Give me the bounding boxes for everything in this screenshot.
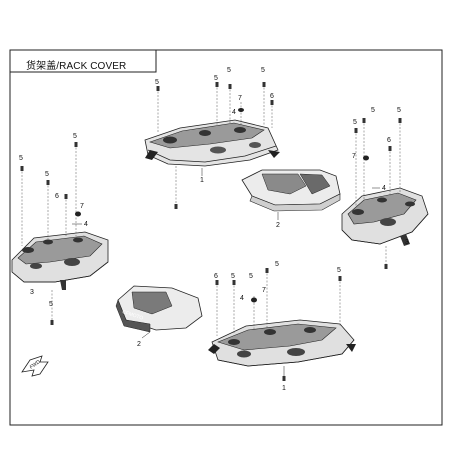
callout-c4: 4 xyxy=(382,185,386,192)
rack-assembly-left: 5 5 5 5 7 6 4 3 xyxy=(11,133,109,325)
callout-d1: 1 xyxy=(282,385,286,392)
callout-d5-3: 5 xyxy=(275,261,279,268)
callout-c6: 6 xyxy=(387,137,391,144)
callout-c5-1: 5 xyxy=(353,119,357,126)
callout-d6: 6 xyxy=(214,273,218,280)
callout-a5-1: 5 xyxy=(155,79,159,86)
callout-c5-2: 5 xyxy=(371,107,375,114)
callout-a4: 4 xyxy=(232,109,236,116)
callout-b3: 3 xyxy=(30,289,34,296)
callout-c3: 3 xyxy=(405,239,409,246)
callout-b5-3: 5 xyxy=(45,171,49,178)
callout-c7: 7 xyxy=(352,153,356,160)
callout-a5-4: 5 xyxy=(261,67,265,74)
callout-d4: 4 xyxy=(240,295,244,302)
callout-e2: 2 xyxy=(137,341,141,348)
diagram-title: 货架盖/RACK COVER xyxy=(26,61,127,72)
callout-c5-3: 5 xyxy=(397,107,401,114)
fwd-label: FWD xyxy=(29,359,42,371)
callout-a5-3: 5 xyxy=(227,67,231,74)
diagram-border xyxy=(9,49,443,426)
callout-d5-4: 5 xyxy=(337,267,341,274)
callout-a1: 1 xyxy=(200,177,204,184)
rack-cover-part-2-lower: CFMOTO 2 xyxy=(115,285,203,348)
rack-assembly-top-center: 5 5 5 5 7 4 6 1 xyxy=(144,67,280,209)
callout-b5-2: 5 xyxy=(73,133,77,140)
callout-d5-2: 5 xyxy=(249,273,253,280)
callout-b4: 4 xyxy=(84,221,88,228)
rack-assembly-right: 5 5 5 6 4 7 3 xyxy=(341,107,429,269)
callout-d7: 7 xyxy=(262,287,266,294)
callout-a5-2: 5 xyxy=(214,75,218,82)
rack-cover-part-2-upper: 2 xyxy=(241,169,341,229)
callout-b6: 6 xyxy=(55,193,59,200)
callout-b7: 7 xyxy=(80,203,84,210)
callout-b5-4: 5 xyxy=(49,301,53,308)
callout-b5-1: 5 xyxy=(19,155,23,162)
title-box xyxy=(9,49,157,73)
fwd-arrow-icon: FWD xyxy=(21,355,49,377)
callout-a6: 6 xyxy=(270,93,274,100)
rack-assembly-bottom: 6 5 5 5 4 7 5 1 xyxy=(208,261,356,392)
callout-a7: 7 xyxy=(238,95,242,102)
callout-d5-1: 5 xyxy=(231,273,235,280)
callout-a2: 2 xyxy=(276,222,280,229)
